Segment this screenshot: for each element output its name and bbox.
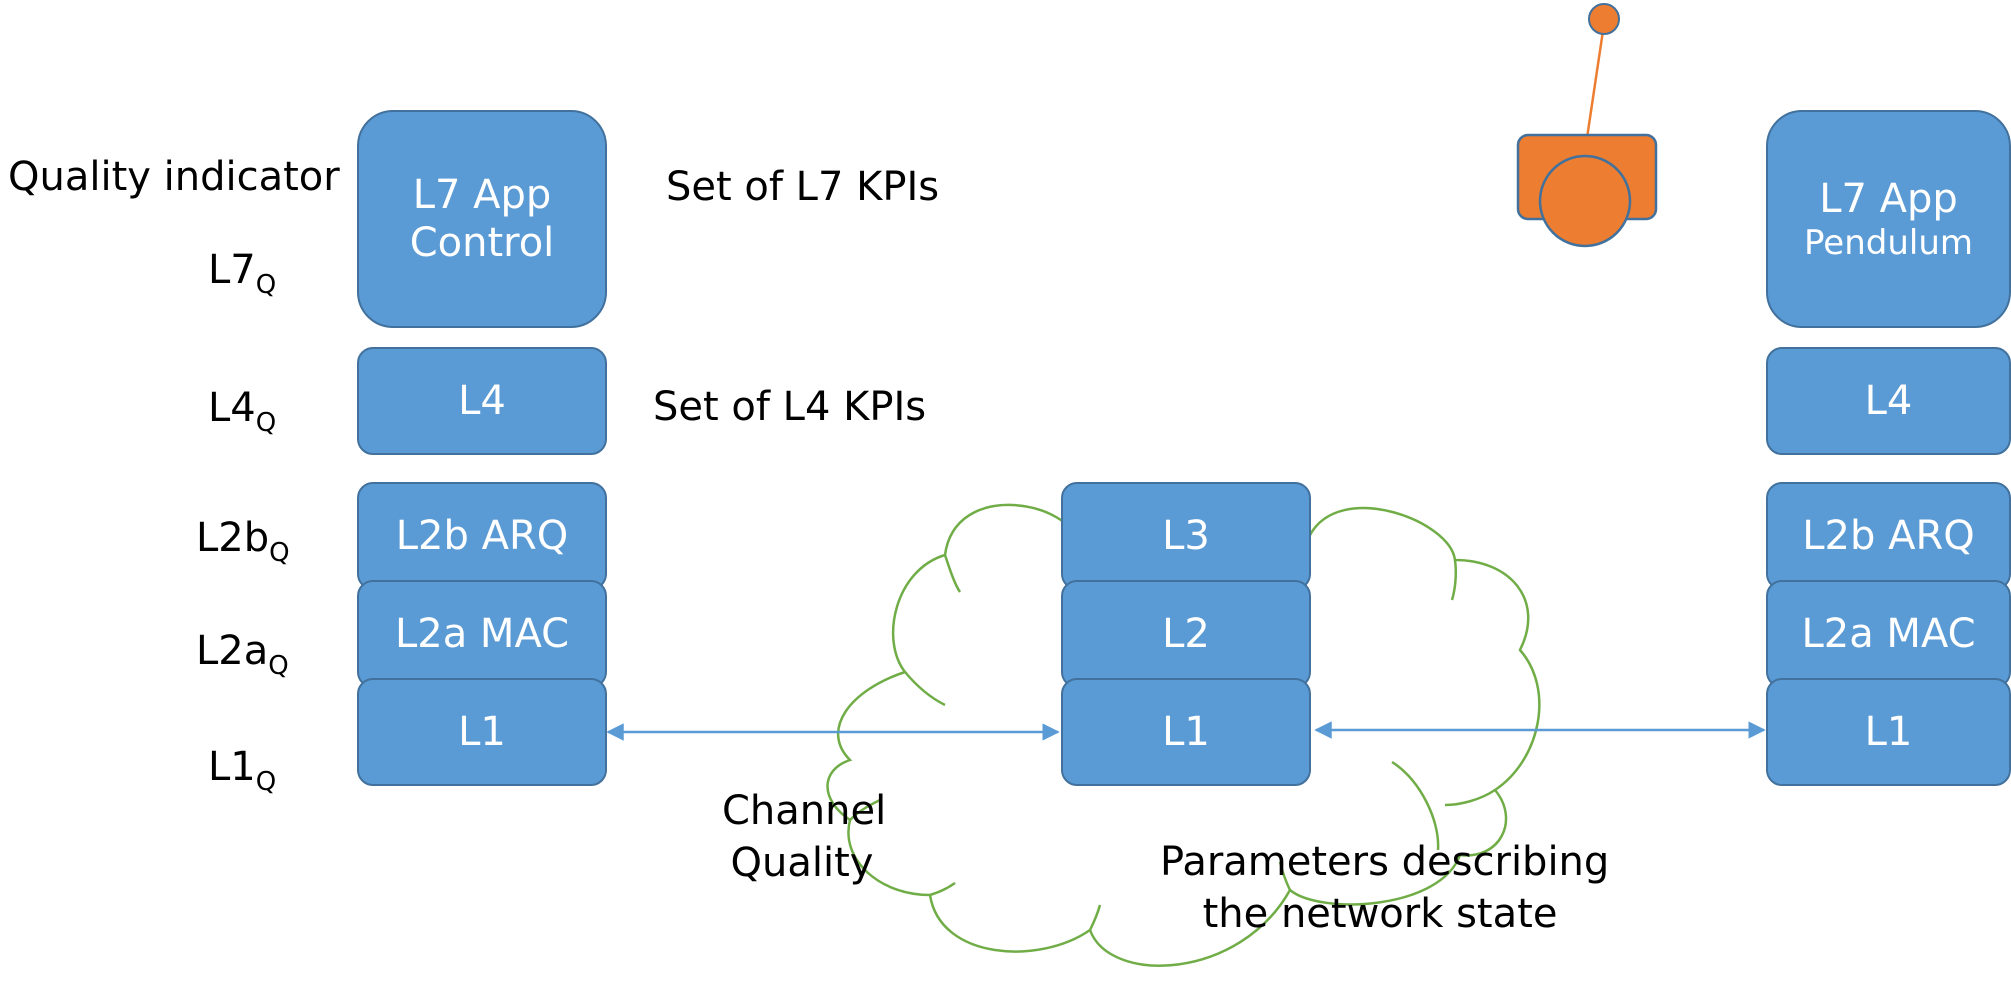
pendulum-l2b-label: L2b ARQ	[1802, 513, 1975, 559]
network-l3-box: L3	[1061, 482, 1311, 590]
control-l7-line2: Control	[409, 220, 555, 266]
l2b-quality-sub: Q	[269, 538, 290, 568]
control-l1-label: L1	[458, 709, 506, 755]
pendulum-l7-line2: Pendulum	[1803, 222, 1973, 263]
l7-quality-sub: Q	[255, 270, 277, 300]
l1-quality-label: L1Q	[208, 744, 276, 795]
l2b-quality-main: L2b	[196, 515, 270, 561]
l4-quality-sub: Q	[255, 408, 277, 438]
network-l3-label: L3	[1162, 513, 1210, 559]
control-l7-line1: L7 App	[412, 172, 552, 218]
network-l2-label: L2	[1162, 611, 1210, 657]
control-l1-box: L1	[357, 678, 607, 786]
l2a-quality-label: L2aQ	[196, 628, 289, 679]
control-l4-label: L4	[458, 378, 506, 424]
l4-quality-main: L4	[208, 385, 256, 431]
l4-quality-label: L4Q	[208, 385, 276, 436]
network-parameters-line2: the network state	[1202, 891, 1558, 937]
l2a-quality-sub: Q	[268, 651, 289, 681]
pendulum-l4-box: L4	[1766, 347, 2011, 455]
channel-quality-line2: Quality	[730, 840, 874, 886]
l7-kpi-label: Set of L7 KPIs	[666, 164, 940, 210]
network-l1-box: L1	[1061, 678, 1311, 786]
l7-quality-label: L7Q	[208, 247, 276, 298]
pendulum-l1-box: L1	[1766, 678, 2011, 786]
pendulum-l7-app-box: L7 App Pendulum	[1766, 110, 2011, 328]
l2b-quality-label: L2bQ	[196, 515, 290, 566]
l4-kpi-label: Set of L4 KPIs	[653, 384, 927, 430]
pendulum-l4-label: L4	[1864, 378, 1913, 424]
control-l2b-label: L2b ARQ	[395, 513, 569, 559]
network-l2-box: L2	[1061, 580, 1311, 688]
l1-quality-sub: Q	[255, 767, 277, 797]
network-l1-label: L1	[1162, 709, 1210, 755]
control-l7-app-box: L7 App Control	[357, 110, 607, 328]
pendulum-l1-label: L1	[1864, 709, 1913, 755]
network-parameters-line1: Parameters describing	[1160, 839, 1610, 885]
network-parameters-label: Parameters describing the network state	[1160, 836, 1610, 940]
inverted-pendulum-icon	[1516, 3, 1658, 248]
control-l2a-box: L2a MAC	[357, 580, 607, 688]
channel-quality-label: Channel Quality	[722, 785, 887, 889]
control-l2b-box: L2b ARQ	[357, 482, 607, 590]
pendulum-l2a-label: L2a MAC	[1801, 611, 1976, 657]
l7-quality-main: L7	[208, 247, 256, 293]
pendulum-l2a-box: L2a MAC	[1766, 580, 2011, 688]
control-l4-box: L4	[357, 347, 607, 455]
l1-quality-main: L1	[208, 744, 256, 790]
channel-quality-line1: Channel	[722, 788, 887, 834]
pendulum-l2b-box: L2b ARQ	[1766, 482, 2011, 590]
pendulum-l7-line1: L7 App	[1819, 175, 1958, 222]
control-l2a-label: L2a MAC	[394, 611, 570, 657]
quality-indicator-header: Quality indicator	[8, 154, 340, 200]
l2a-quality-main: L2a	[196, 628, 269, 674]
